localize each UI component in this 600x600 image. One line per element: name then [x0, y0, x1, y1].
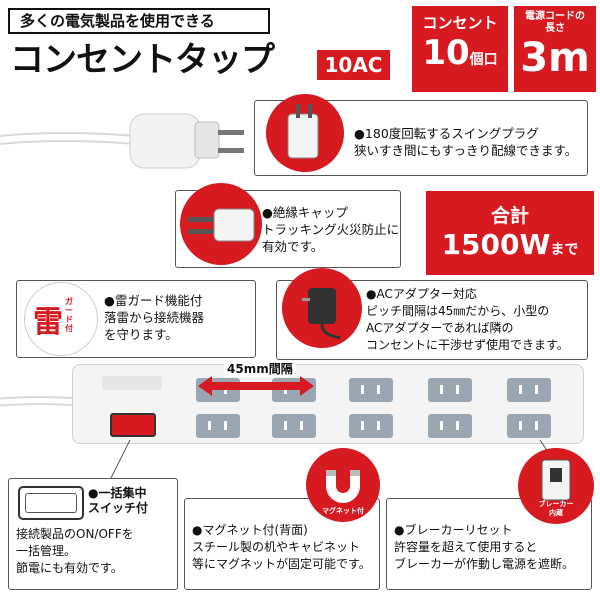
socket-top-3 — [349, 378, 393, 402]
total-wattage-box: 合計 1500Wまで — [426, 191, 594, 275]
ac-adapter-line4: コンセントに干渉せず使用できます。 — [366, 338, 569, 352]
lightning-guard-badge: 雷 ガード付 — [24, 282, 98, 356]
page-title: コンセントタップ — [10, 40, 275, 80]
swing-plug-text: ●180度回転するスイングプラグ 狭いすき間にもすっきり配線できます。 — [354, 125, 584, 159]
insulation-cap-circle — [180, 183, 262, 265]
lightning-line2: 落雷から接続機器 — [104, 310, 205, 325]
lightning-line3: を守ります。 — [104, 327, 178, 342]
breaker-badge-text: ブレーカー 内蔵 — [518, 500, 594, 518]
rating-badge: 10AC — [317, 50, 390, 80]
switch-icon — [18, 486, 84, 520]
breaker-line3: ブレーカーが作動し電源を遮断。 — [394, 557, 575, 571]
spacing-label: 45mm間隔 — [224, 360, 296, 377]
magnet-line3: 等にマグネットが固定可能です。 — [192, 557, 371, 571]
plug-illustration — [0, 113, 244, 169]
insulation-cap-line2: トラッキング火災防止に — [262, 222, 400, 237]
insulation-cap-line3: 有効です。 — [262, 239, 324, 254]
magnet-badge-text: マグネット付 — [322, 507, 364, 515]
magnet-circle: マグネット付 — [306, 448, 380, 522]
breaker-icon — [541, 459, 571, 501]
magnet-text: ●マグネット付(背面) スチール製の机やキャビネット 等にマグネットが固定可能で… — [192, 522, 380, 573]
cord-label-line1: 電源コードの — [525, 11, 585, 22]
outlets-label: コンセント — [422, 14, 498, 32]
lightning-guard-text: ●雷ガード機能付 落雷から接続機器 を守ります。 — [104, 292, 254, 343]
lightning-badge-sub: ガード付 — [65, 297, 73, 333]
ac-adapter-line2: ピッチ間隔は45㎜だから、小型の — [366, 304, 550, 318]
switch-line4: 一括管理。 — [16, 544, 77, 558]
breaker-text: ●ブレーカーリセット 許容量を超えて使用すると ブレーカーが作動し電源を遮断。 — [394, 522, 590, 573]
switch-title: ●一括集中 スイッチ付 — [88, 486, 176, 516]
insulation-cap-line1: ●絶縁キャップ — [262, 205, 348, 220]
swing-plug-line2: 狭いすき間にもすっきり配線できます。 — [354, 143, 578, 158]
magnet-line2: スチール製の机やキャビネット — [192, 540, 361, 554]
magnet-line1: ●マグネット付(背面) — [192, 523, 308, 537]
switch-line1: ●一括集中 — [88, 486, 147, 500]
cord-length-badge: 電源コードの長さ 3m — [514, 6, 596, 92]
switch-line2: スイッチ付 — [88, 501, 149, 515]
subtitle: 多くの電気製品を使用できる — [20, 12, 215, 30]
swing-plug-line1: ●180度回転するスイングプラグ — [354, 126, 539, 141]
breaker-badge-line1: ブレーカー — [538, 500, 574, 508]
breaker-badge-line2: 内蔵 — [549, 509, 563, 517]
total-label: 合計 — [490, 205, 529, 227]
lightning-line1: ●雷ガード機能付 — [104, 293, 203, 308]
socket-top-4 — [428, 378, 472, 402]
socket-bottom-3 — [349, 414, 393, 438]
subtitle-box: 多くの電気製品を使用できる — [8, 8, 270, 34]
insulation-cap-icon — [188, 208, 255, 242]
total-value: 1500W — [441, 228, 551, 261]
ac-adapter-line1: ●ACアダプター対応 — [366, 287, 477, 301]
outlets-badge: コンセント 10個口 — [412, 6, 508, 92]
cord-label-line2: 長さ — [545, 23, 565, 34]
total-value-line: 1500Wまで — [426, 228, 594, 267]
outlets-value-line: 10個口 — [412, 33, 508, 80]
cord-label: 電源コードの長さ — [514, 11, 596, 35]
breaker-line2: 許容量を超えて使用すると — [394, 540, 538, 554]
master-switch — [110, 413, 156, 437]
outlets-value: 10 — [422, 33, 470, 73]
socket-bottom-4 — [428, 414, 472, 438]
lightning-badge-main: 雷 — [33, 305, 63, 340]
switch-line3: 接続製品のON/OFFを — [16, 527, 134, 541]
ac-adapter-circle — [282, 268, 362, 348]
swing-plug-icon — [287, 104, 319, 159]
switch-line5: 節電にも有効です。 — [16, 561, 123, 575]
swing-plug-circle — [266, 94, 344, 172]
socket-bottom-2 — [272, 414, 316, 438]
breaker-line1: ●ブレーカーリセット — [394, 523, 513, 537]
socket-bottom-1 — [196, 414, 240, 438]
magnet-icon — [326, 470, 360, 503]
power-cord — [0, 396, 79, 407]
ac-adapter-line3: ACアダプターであれば隣の — [366, 321, 514, 335]
total-suffix: まで — [550, 242, 579, 258]
socket-bottom-5 — [507, 414, 551, 438]
spacing-arrow-icon — [198, 376, 314, 396]
outlets-unit: 個口 — [469, 52, 498, 68]
indicator-lamp — [102, 376, 162, 390]
ac-adapter-icon — [302, 288, 341, 340]
insulation-cap-text: ●絶縁キャップ トラッキング火災防止に 有効です。 — [262, 204, 400, 255]
breaker-circle: ブレーカー 内蔵 — [518, 448, 594, 524]
switch-callout — [8, 478, 178, 590]
ac-adapter-text: ●ACアダプター対応 ピッチ間隔は45㎜だから、小型の ACアダプターであれば隣… — [366, 286, 586, 354]
cord-value: 3m — [520, 35, 590, 81]
socket-top-5 — [507, 378, 551, 402]
switch-text: 接続製品のON/OFFを 一括管理。 節電にも有効です。 — [16, 526, 176, 577]
